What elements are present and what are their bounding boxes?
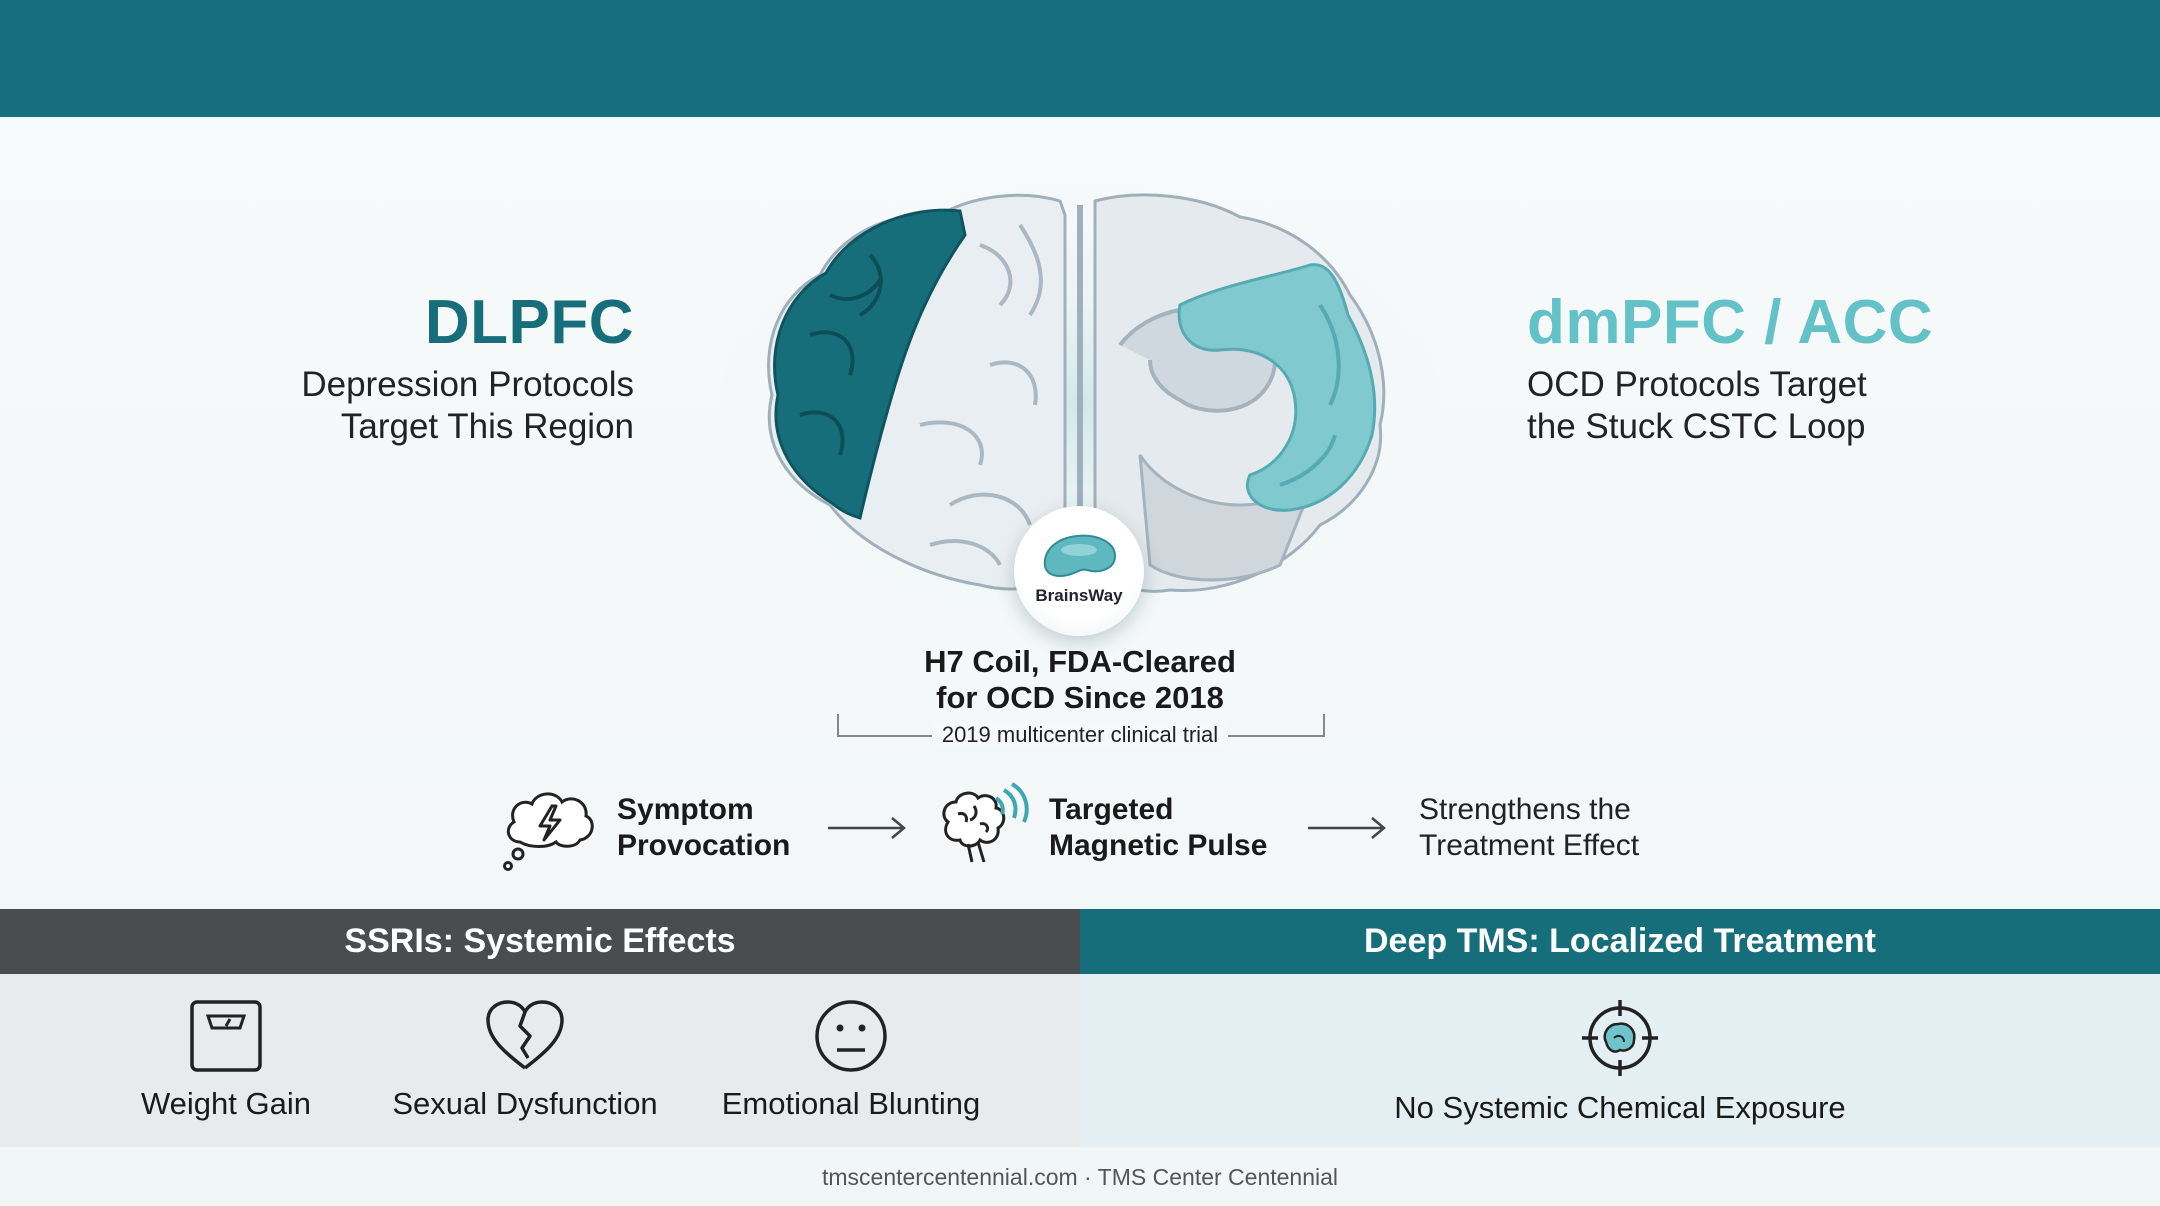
result-line1: Strengthens the xyxy=(1419,793,1631,826)
h7-heading: H7 Coil, FDA-Cleared for OCD Since 2018 xyxy=(800,644,1360,716)
dlpfc-subtitle-line2: Target This Region xyxy=(340,407,634,446)
pulse-line2: Magnetic Pulse xyxy=(1049,829,1268,862)
trial-note: 2019 multicenter clinical trial xyxy=(800,722,1360,748)
effect-no-chemical-exposure: No Systemic Chemical Exposure xyxy=(1370,998,1870,1126)
effect-weight-gain: Weight Gain xyxy=(126,998,326,1122)
dmpfc-acc-title: dmPFC / ACC xyxy=(1527,288,1934,357)
emotional-blunting-label: Emotional Blunting xyxy=(721,1086,981,1121)
target-brain-icon xyxy=(1582,1000,1658,1076)
provocation-line1: Symptom xyxy=(617,793,754,826)
top-banner xyxy=(0,0,2160,117)
trial-text: 2019 multicenter clinical trial xyxy=(931,722,1229,747)
effect-emotional-blunting: Emotional Blunting xyxy=(701,998,1001,1122)
pulse-line1: Targeted xyxy=(1049,793,1174,826)
dlpfc-title: DLPFC xyxy=(424,288,634,357)
broken-heart-icon xyxy=(486,1000,564,1070)
dlpfc-subtitle-line1: Depression Protocols xyxy=(301,365,634,404)
arrow-right-icon xyxy=(1308,817,1386,839)
brain-signal-icon xyxy=(942,782,1029,863)
brainsway-coil-badge: BrainsWay xyxy=(1014,506,1144,636)
thought-bubble-lightning-icon xyxy=(503,792,594,871)
footer-credit: tmscentercentennial.com · TMS Center Cen… xyxy=(821,1164,1339,1190)
ssri-title: SSRIs: Systemic Effects xyxy=(344,922,736,960)
tms-header: Deep TMS: Localized Treatment xyxy=(1080,909,2160,974)
dmpfc-subtitle-line2: the Stuck CSTC Loop xyxy=(1527,407,1866,446)
dlpfc-label: DLPFC Depression Protocols Target This R… xyxy=(301,288,634,448)
sexual-dysfunction-label: Sexual Dysfunction xyxy=(392,1086,658,1121)
flow-step-result: Strengthens the Treatment Effect xyxy=(1419,792,1639,864)
ssri-header: SSRIs: Systemic Effects xyxy=(0,909,1080,974)
dmpfc-acc-subtitle: OCD Protocols Target the Stuck CSTC Loop xyxy=(1527,364,1933,448)
arrow-right-icon xyxy=(828,817,906,839)
h7-line1: H7 Coil, FDA-Cleared xyxy=(924,644,1236,679)
dmpfc-subtitle-line1: OCD Protocols Target xyxy=(1527,365,1867,404)
brain-icon xyxy=(720,185,1440,625)
brain-illustration xyxy=(720,185,1440,625)
coil-icon xyxy=(1043,534,1117,578)
no-chemical-exposure-label: No Systemic Chemical Exposure xyxy=(1394,1090,1846,1125)
weight-gain-label: Weight Gain xyxy=(140,1086,311,1121)
provocation-line2: Provocation xyxy=(617,829,791,862)
tms-title: Deep TMS: Localized Treatment xyxy=(1364,922,1876,960)
result-line2: Treatment Effect xyxy=(1419,829,1640,862)
neutral-face-icon xyxy=(815,1000,887,1072)
dlpfc-subtitle: Depression Protocols Target This Region xyxy=(301,364,634,448)
coil-brand-label: BrainsWay xyxy=(1035,586,1123,605)
scale-icon xyxy=(190,1000,262,1072)
effect-sexual-dysfunction: Sexual Dysfunction xyxy=(375,998,675,1122)
h7-line2: for OCD Since 2018 xyxy=(936,680,1224,715)
dmpfc-acc-label: dmPFC / ACC OCD Protocols Target the Stu… xyxy=(1527,288,1933,448)
